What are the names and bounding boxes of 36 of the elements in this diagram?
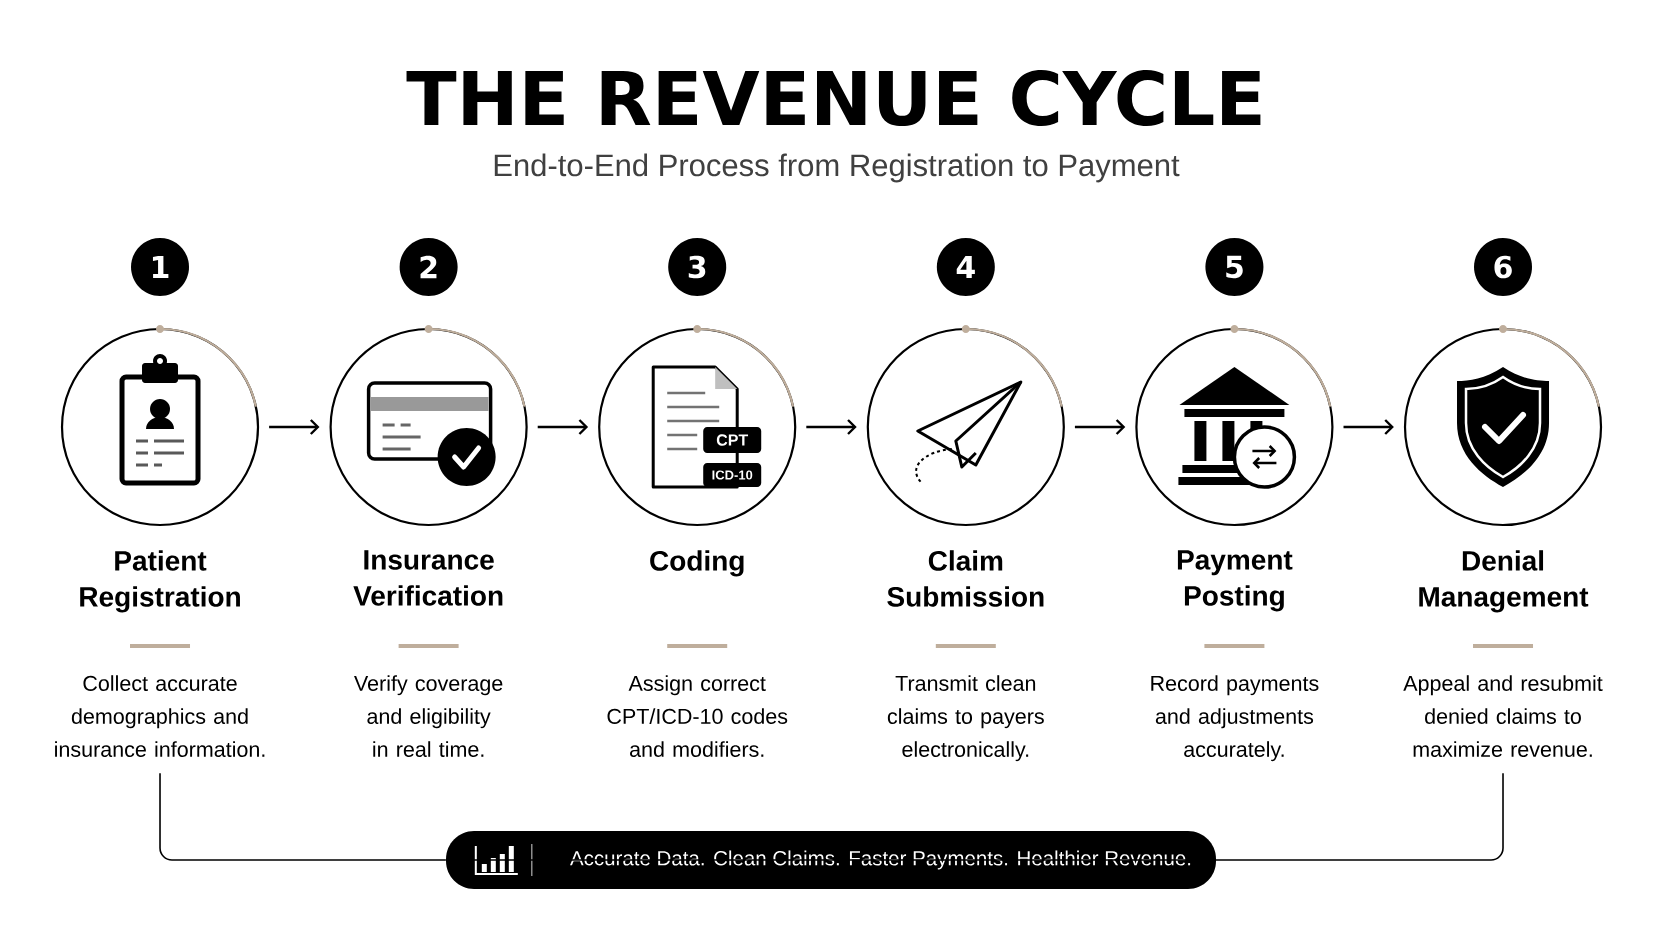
step-circle — [329, 325, 528, 527]
number-badge: 4 — [936, 238, 995, 296]
connector-line — [445, 772, 1504, 861]
step-title: Denial Management — [1419, 550, 1589, 613]
arrow — [269, 419, 320, 435]
step-description: Appeal and resubmit denied claims to maximize revenue. — [1403, 675, 1603, 757]
step-circle — [1403, 325, 1603, 527]
step-circle — [598, 325, 797, 527]
step-title: Coding — [650, 550, 744, 577]
step-title: Insurance Verification — [353, 550, 503, 606]
icon-label: ICD-10 — [712, 470, 753, 480]
arrow — [1343, 419, 1394, 435]
icon-label: CPT — [716, 434, 749, 446]
step-title: Payment Posting — [1177, 550, 1293, 612]
number-badge: 1 — [131, 238, 189, 296]
subtitle: End-to-End Process from Registration to Payment — [494, 153, 1180, 183]
step-circle — [866, 325, 1065, 527]
arrow — [1074, 419, 1126, 435]
arrow — [806, 419, 857, 435]
step-circle — [60, 325, 260, 527]
step-title: Claim Submission — [887, 550, 1044, 607]
arrow — [537, 419, 589, 435]
number-badge: 3 — [668, 238, 727, 296]
step-title: Patient Registration — [80, 550, 240, 613]
banner: Accurate Data. Clean Claims. Faster Payments. Healthier Revenue. — [446, 831, 1216, 889]
step-description: Assign correct CPT/ICD-10 codes and modifiers. — [607, 675, 788, 757]
number-badge: 6 — [1474, 238, 1532, 296]
title: THE REVENUE CYCLE — [406, 70, 1261, 126]
step-description: Collect accurate demographics and insurance information. — [55, 675, 265, 757]
step-description: Verify coverage and eligibility in real time. — [354, 675, 503, 757]
step-description: Transmit clean claims to payers electronically. — [887, 675, 1044, 762]
number-badge: 2 — [399, 238, 458, 296]
connector-line — [159, 772, 447, 861]
step-circle — [1135, 325, 1334, 527]
step-description: Record payments and adjustments accurately. — [1151, 675, 1319, 762]
number-badge: 5 — [1205, 238, 1264, 296]
